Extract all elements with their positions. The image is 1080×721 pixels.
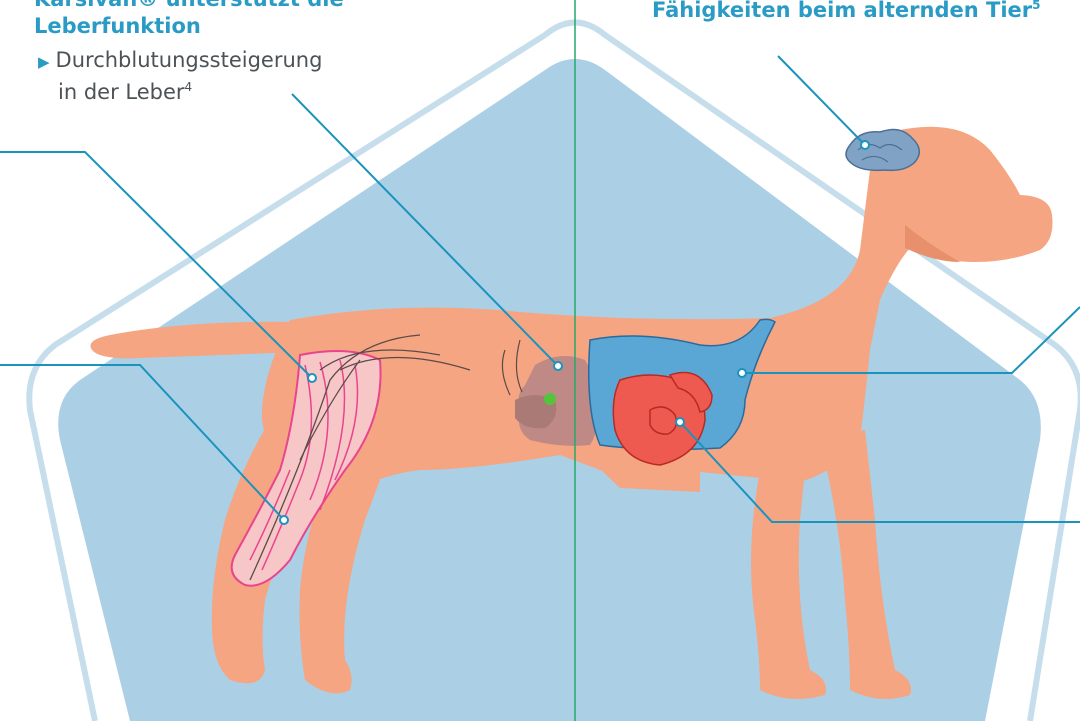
bullet-triangle-icon: ▶ (38, 53, 50, 71)
liver-bullet-footnote: 4 (185, 80, 193, 94)
liver-callout-title-line1: Karsivan® unterstützt die (34, 0, 344, 13)
liver-callout-bullet: ▶ Durchblutungssteigerung (38, 47, 322, 76)
liver-bullet-text: Durchblutungssteigerung (56, 48, 323, 72)
gallbladder (544, 393, 556, 405)
liver-bullet-text-line2: in der Leber (58, 80, 185, 104)
brain-callout-title: Fähigkeiten beim alternden Tier5 (652, 0, 1041, 24)
liver-callout-bullet-line2: in der Leber4 (58, 74, 192, 106)
brain-callout-title-text: Fähigkeiten beim alternden Tier (652, 0, 1032, 22)
liver-callout-title-line2: Leberfunktion (34, 13, 201, 40)
leader-line-brain (778, 56, 865, 145)
brain-callout-footnote: 5 (1032, 0, 1040, 12)
